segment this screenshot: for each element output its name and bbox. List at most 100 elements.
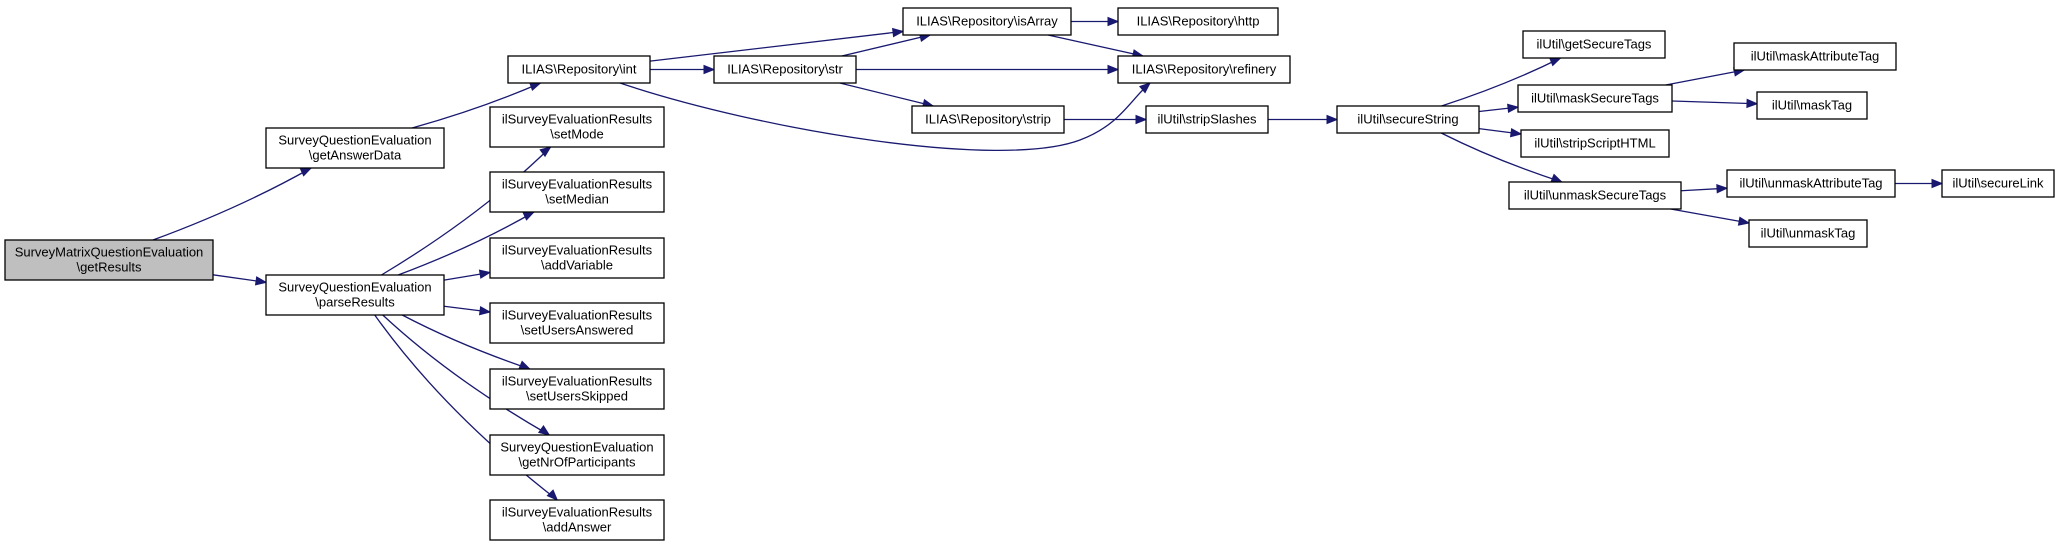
edge-line — [619, 82, 1151, 151]
arrowhead-icon — [703, 64, 716, 75]
node-label: ILIAS\Repository\http — [1137, 14, 1260, 29]
node-label: ilSurveyEvaluationResults — [502, 112, 653, 127]
node-unmaskAttributeTag[interactable]: ilUtil\unmaskAttributeTag — [1726, 169, 1896, 198]
node-label: \addAnswer — [543, 520, 612, 535]
arrowhead-icon — [1509, 127, 1523, 138]
node-label: ilUtil\secureLink — [1952, 176, 2044, 191]
edge-unmaskAttributeTag-to-secureLink — [1895, 178, 1944, 189]
arrowhead-icon — [546, 489, 559, 501]
node-box — [4, 239, 214, 281]
node-repoHttp[interactable]: ILIAS\Repository\http — [1117, 7, 1279, 36]
node-setUsersAnswered[interactable]: ilSurveyEvaluationResults\setUsersAnswer… — [489, 302, 665, 344]
node-label: ilUtil\unmaskTag — [1761, 226, 1856, 241]
node-box — [1756, 91, 1868, 120]
node-label: ilUtil\unmaskAttributeTag — [1739, 176, 1882, 191]
node-label: ILIAS\Repository\str — [727, 62, 843, 77]
arrowhead-icon — [1746, 98, 1759, 109]
node-label: ilSurveyEvaluationResults — [502, 308, 653, 323]
node-addAnswer[interactable]: ilSurveyEvaluationResults\addAnswer — [489, 499, 665, 541]
node-parseResults[interactable]: SurveyQuestionEvaluation\parseResults — [265, 274, 445, 316]
arrowhead-icon — [1107, 64, 1120, 75]
edge-secureString-to-getSecureTags — [1441, 57, 1562, 107]
node-box — [489, 171, 665, 213]
node-getNrOfParticipants[interactable]: SurveyQuestionEvaluation\getNrOfParticip… — [489, 434, 665, 476]
edge-repoIsArray-to-repoRefinery — [1047, 34, 1145, 59]
node-label: ilUtil\unmaskSecureTags — [1524, 188, 1667, 203]
edge-parseResults-to-addAnswer — [374, 314, 559, 501]
node-box — [1117, 7, 1279, 36]
arrowhead-icon — [1135, 114, 1148, 125]
node-box — [507, 55, 651, 84]
node-repoStr[interactable]: ILIAS\Repository\str — [713, 55, 857, 84]
edge-unmaskSecureTags-to-unmaskTag — [1670, 208, 1751, 226]
edge-line — [1441, 57, 1561, 107]
node-getAnswerData[interactable]: SurveyQuestionEvaluation\getAnswerData — [265, 127, 445, 169]
node-label: \setMode — [550, 127, 603, 142]
node-label: \addVariable — [541, 258, 613, 273]
edge-repoStrip-to-stripSlashes — [1064, 114, 1148, 125]
node-maskAttributeTag[interactable]: ilUtil\maskAttributeTag — [1733, 42, 1897, 71]
node-repoStrip[interactable]: ILIAS\Repository\strip — [911, 105, 1065, 134]
node-box — [1117, 55, 1291, 84]
node-addVariable[interactable]: ilSurveyEvaluationResults\addVariable — [489, 237, 665, 279]
node-label: ILIAS\Repository\strip — [925, 112, 1051, 127]
node-maskTag[interactable]: ilUtil\maskTag — [1756, 91, 1868, 120]
edge-line — [411, 82, 541, 129]
node-repoInt[interactable]: ILIAS\Repository\int — [507, 55, 651, 84]
node-maskSecureTags[interactable]: ilUtil\maskSecureTags — [1517, 84, 1673, 113]
edge-root-to-parseResults — [212, 274, 268, 286]
node-box — [902, 7, 1072, 36]
node-label: ilUtil\maskSecureTags — [1531, 91, 1659, 106]
node-box — [489, 302, 665, 344]
node-root[interactable]: SurveyMatrixQuestionEvaluation\getResult… — [4, 239, 214, 281]
node-box — [489, 106, 665, 148]
arrowhead-icon — [478, 306, 492, 316]
node-setMedian[interactable]: ilSurveyEvaluationResults\setMedian — [489, 171, 665, 213]
node-unmaskTag[interactable]: ilUtil\unmaskTag — [1748, 219, 1868, 248]
edge-line — [1671, 100, 1758, 105]
node-repoRefinery[interactable]: ILIAS\Repository\refinery — [1117, 55, 1291, 84]
edge-parseResults-to-getNrOfParticipants — [382, 314, 551, 436]
edge-parseResults-to-setMode — [381, 146, 552, 276]
edge-line — [1670, 208, 1750, 224]
edge-repoStr-to-repoRefinery — [856, 64, 1120, 75]
edge-line — [381, 146, 552, 276]
edge-repoStr-to-repoStrip — [839, 82, 935, 109]
edge-repoInt-to-repoRefinery — [619, 82, 1152, 151]
arrowhead-icon — [1550, 173, 1564, 183]
node-secureLink[interactable]: ilUtil\secureLink — [1941, 169, 2055, 198]
edge-parseResults-to-setUsersAnswered — [443, 305, 492, 316]
node-getSecureTags[interactable]: ilUtil\getSecureTags — [1522, 30, 1666, 59]
node-unmaskSecureTags[interactable]: ilUtil\unmaskSecureTags — [1508, 181, 1682, 210]
node-secureString[interactable]: ilUtil\secureString — [1336, 105, 1480, 134]
arrowhead-icon — [518, 360, 532, 370]
edge-maskSecureTags-to-maskTag — [1671, 98, 1759, 109]
edge-parseResults-to-addVariable — [443, 269, 492, 281]
arrowhead-icon — [254, 276, 268, 286]
node-label: \parseResults — [315, 295, 395, 310]
node-label: ILIAS\Repository\refinery — [1132, 62, 1277, 77]
node-box — [1520, 129, 1670, 158]
node-label: ilUtil\secureString — [1357, 112, 1458, 127]
node-setUsersSkipped[interactable]: ilSurveyEvaluationResults\setUsersSkippe… — [489, 368, 665, 410]
node-box — [1508, 181, 1682, 210]
node-box — [489, 434, 665, 476]
edge-line — [152, 167, 312, 241]
arrowhead-icon — [537, 425, 551, 436]
edge-secureString-to-unmaskSecureTags — [1440, 132, 1564, 183]
edge-maskSecureTags-to-maskAttributeTag — [1665, 67, 1746, 86]
node-label: ilUtil\stripScriptHTML — [1534, 136, 1655, 151]
node-box — [489, 237, 665, 279]
node-box — [489, 499, 665, 541]
arrowhead-icon — [1549, 57, 1562, 67]
edge-line — [1047, 34, 1144, 57]
node-stripSlashes[interactable]: ilUtil\stripSlashes — [1145, 105, 1269, 134]
arrowhead-icon — [529, 82, 542, 91]
arrowhead-icon — [299, 167, 313, 177]
node-setMode[interactable]: ilSurveyEvaluationResults\setMode — [489, 106, 665, 148]
node-stripScriptHTML[interactable]: ilUtil\stripScriptHTML — [1520, 129, 1670, 158]
edge-stripSlashes-to-secureString — [1268, 114, 1339, 125]
node-repoIsArray[interactable]: ILIAS\Repository\isArray — [902, 7, 1072, 36]
arrowhead-icon — [1138, 82, 1152, 94]
edge-line — [374, 314, 558, 501]
